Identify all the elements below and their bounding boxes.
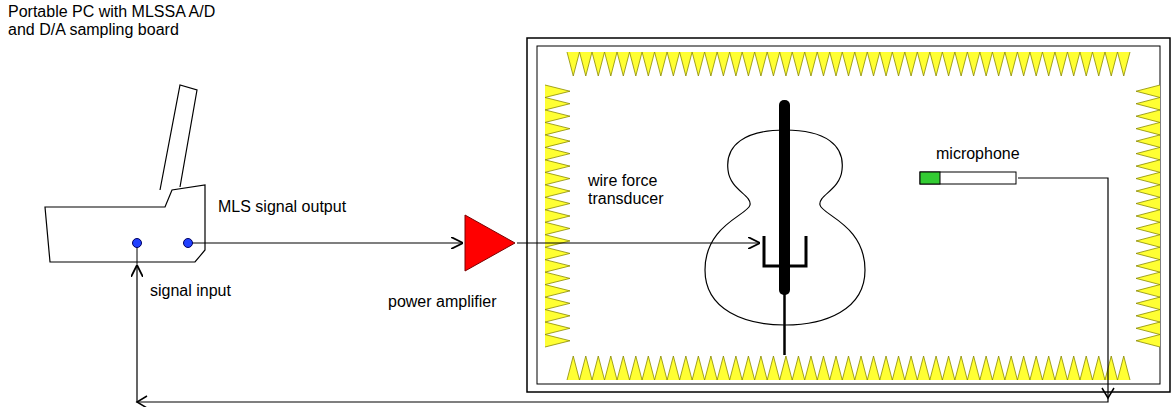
chamber-inner-wall <box>537 46 1160 384</box>
force-transducer: wire force transducer <box>760 230 810 270</box>
bridge-transducer <box>764 236 806 266</box>
input-jack <box>133 239 142 248</box>
violin-tailpiece <box>783 290 786 355</box>
microphone-capsule <box>920 172 940 184</box>
node-outline <box>45 85 207 265</box>
absorber-wedges <box>545 85 570 347</box>
signal-wire <box>207 242 463 243</box>
amplifier-label: power amplifier <box>388 293 496 311</box>
amplifier-symbol <box>465 215 515 271</box>
microphone-barrel <box>920 172 1016 184</box>
signal-label: signal input <box>148 282 233 300</box>
node-outline <box>463 213 517 273</box>
laptop-lid <box>160 85 197 190</box>
node-outline <box>918 170 1018 186</box>
output-jack <box>184 239 193 248</box>
chamber-outer-wall <box>527 38 1170 392</box>
absorber-wedges <box>1136 85 1160 347</box>
laptop-base <box>45 185 205 262</box>
laptop-pc: Portable PC with MLSSA A/D and D/A sampl… <box>45 85 207 265</box>
absorber-wedges <box>567 356 1130 380</box>
node-outline <box>760 230 810 270</box>
signal-label: MLS signal output <box>216 198 348 216</box>
signal-wire <box>137 178 1108 402</box>
transducer-label: wire force transducer <box>588 172 688 209</box>
absorber-wedges <box>567 52 1130 76</box>
amplifier-triangle: power amplifier <box>463 213 517 273</box>
microphone-label: microphone <box>936 145 1020 163</box>
pc-heading: Portable PC with MLSSA A/D and D/A sampl… <box>8 3 243 40</box>
microphone-body: microphone <box>918 170 1018 186</box>
signal-wire <box>517 242 760 243</box>
